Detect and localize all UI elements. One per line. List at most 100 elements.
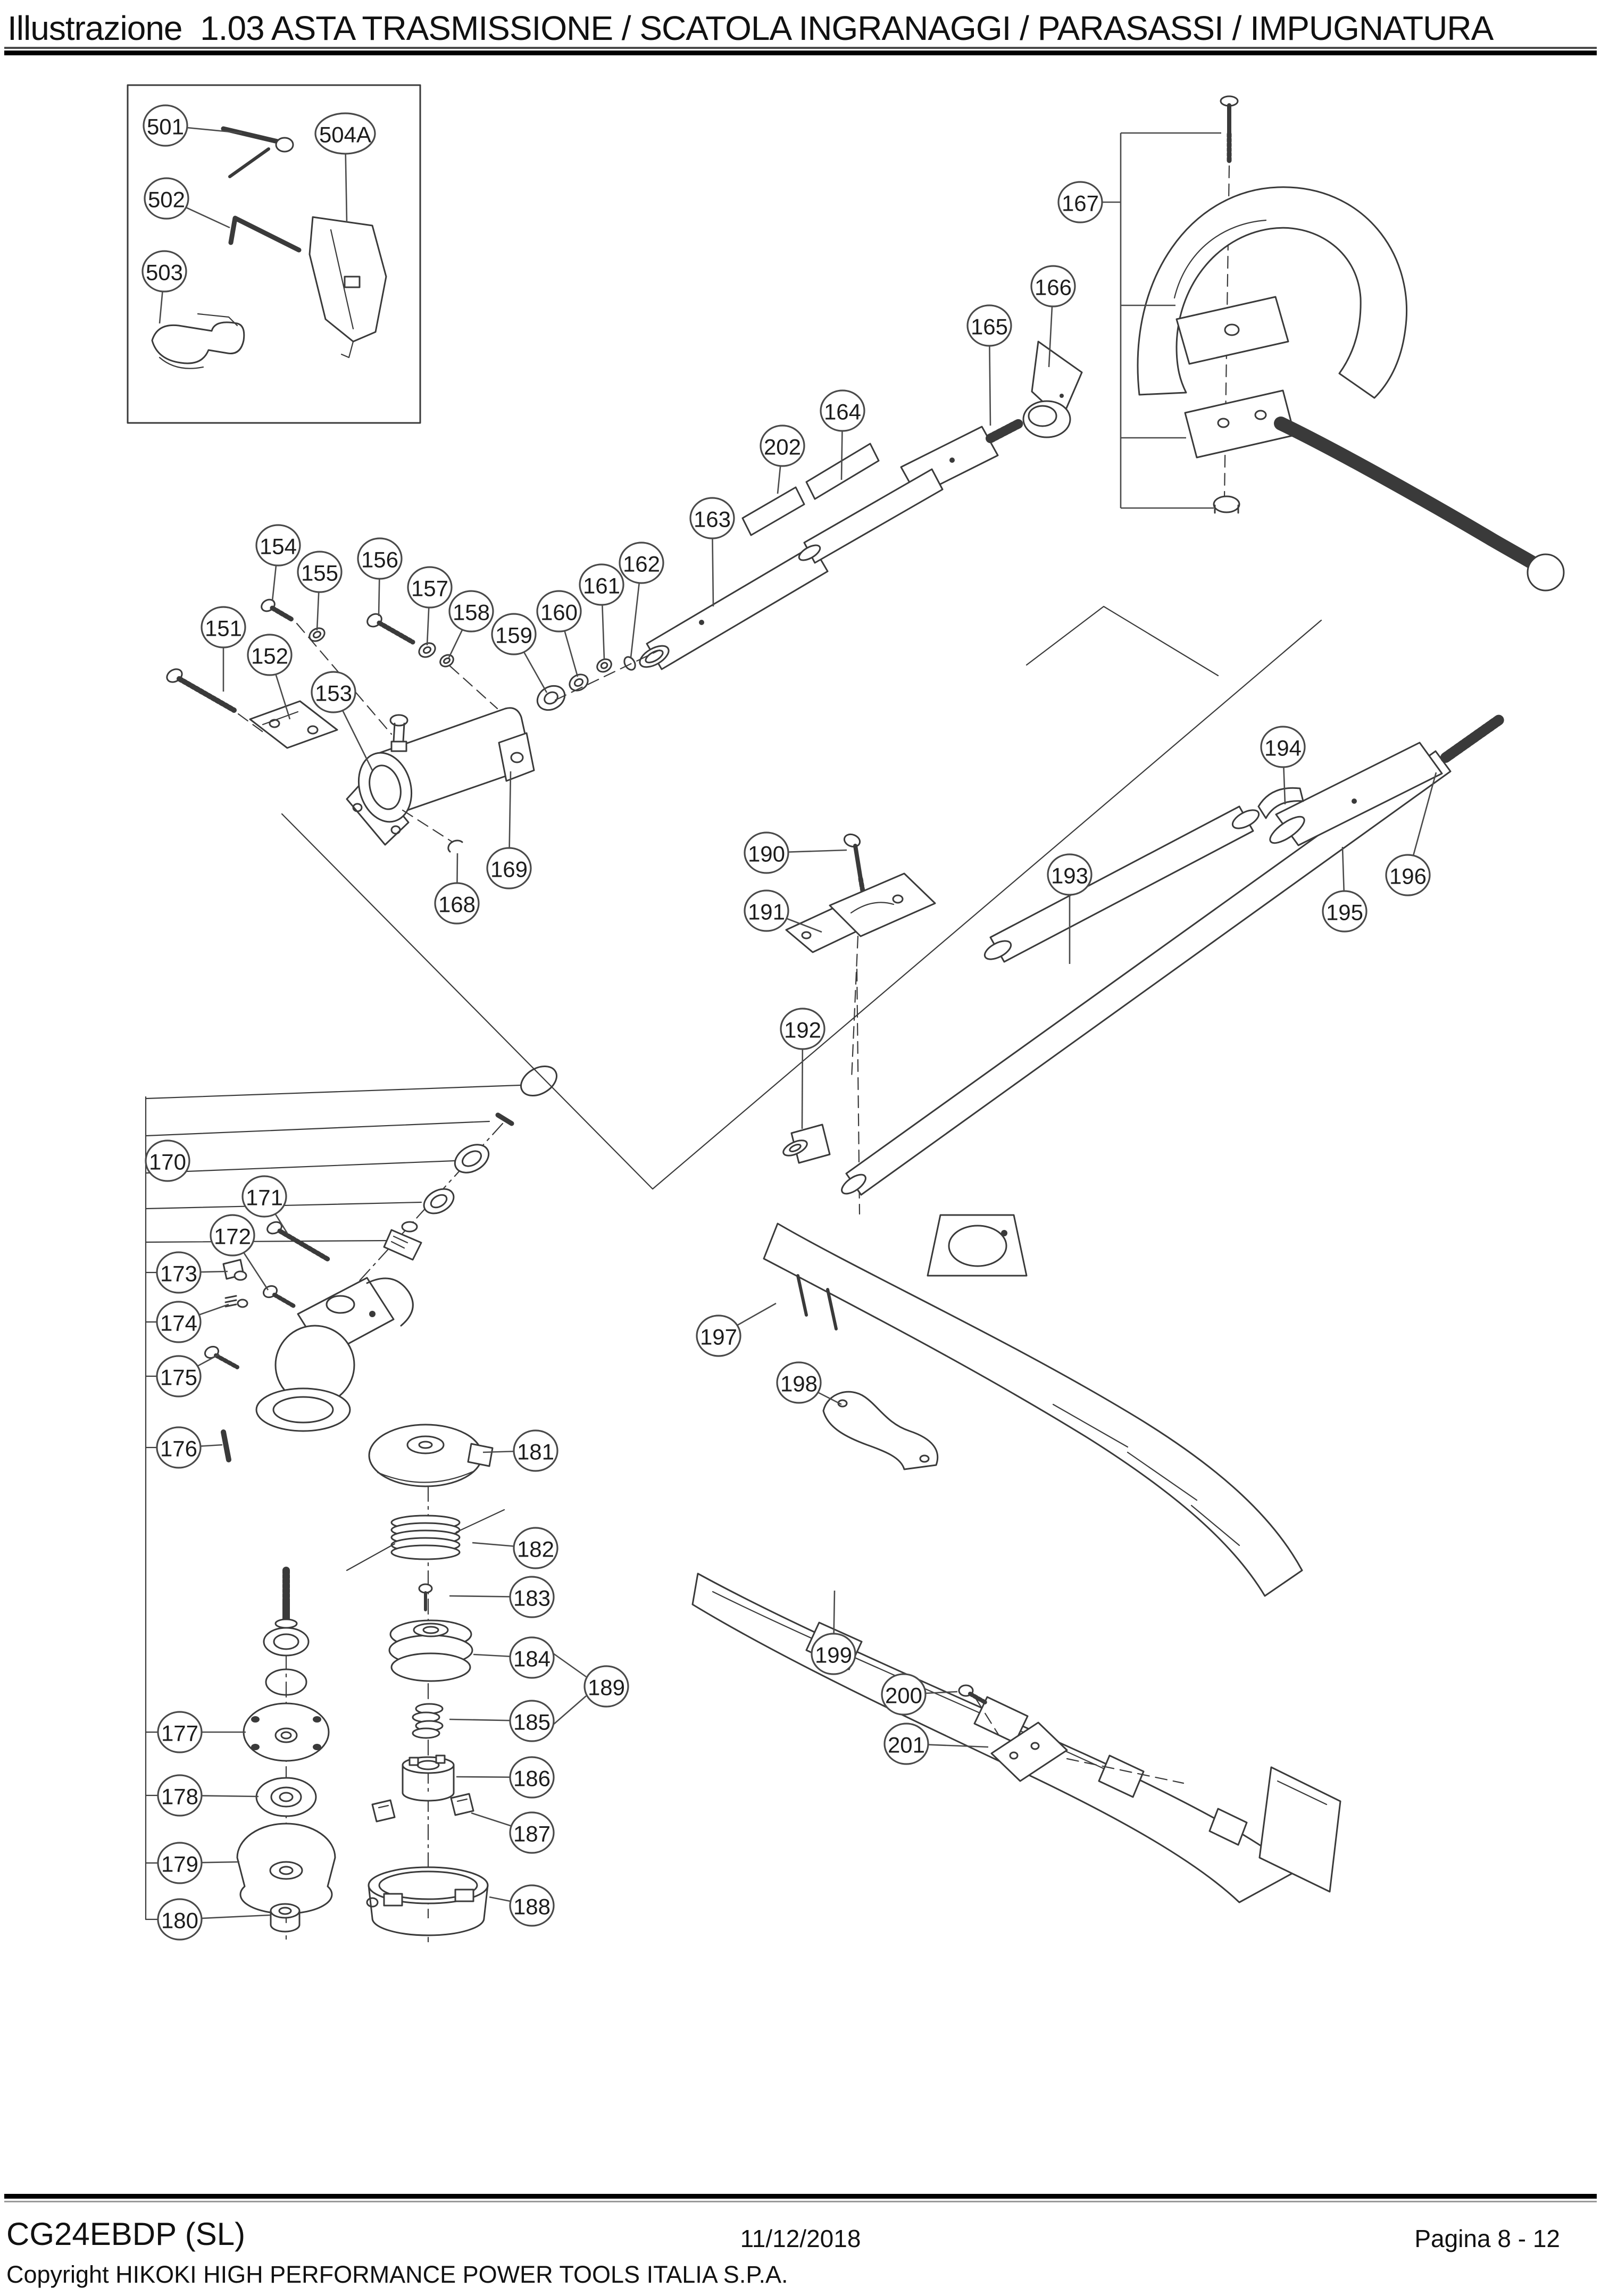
callout-198: 198: [776, 1361, 842, 1405]
callout-balloon: [255, 524, 301, 567]
callout-176: 176: [156, 1426, 223, 1469]
callout-504A: 504A: [314, 112, 376, 223]
callout-balloon: [744, 831, 789, 874]
callout-number: 504A: [319, 122, 371, 147]
callout-balloon: [1030, 265, 1076, 307]
callout-balloon: [811, 1633, 856, 1675]
callout-190: 190: [744, 831, 847, 874]
callout-layer: 501502503504A151152153154155156157158159…: [141, 104, 1437, 1941]
callout-177: 177: [157, 1711, 246, 1753]
callout-181: 181: [482, 1429, 558, 1472]
callout-balloon: [241, 1175, 287, 1218]
callout-balloon: [297, 551, 343, 593]
callout-balloon: [509, 1884, 555, 1927]
callout-balloon: [1385, 854, 1431, 896]
callout-number: 196: [1389, 864, 1427, 889]
callout-193: 193: [1047, 853, 1093, 964]
callout-153: 153: [311, 671, 373, 771]
bracket-line: [553, 1695, 587, 1725]
callout-163: 163: [689, 497, 735, 607]
model-code: CG24EBDP (SL): [6, 2216, 246, 2252]
callout-196: 196: [1385, 772, 1437, 896]
callout-number: 167: [1062, 191, 1099, 216]
callout-number: 189: [588, 1675, 625, 1700]
callout-502: 502: [144, 177, 230, 229]
footer-rule-thin: [4, 2201, 1597, 2202]
page-title: Illustrazione 1.03 ASTA TRASMISSIONE / S…: [7, 9, 1494, 47]
callout-number: 159: [495, 623, 532, 648]
callout-balloon: [780, 1008, 825, 1050]
callout-number: 195: [1326, 900, 1363, 925]
callout-balloon: [744, 889, 789, 932]
callout-balloon: [156, 1301, 202, 1343]
callout-number: 152: [251, 644, 288, 669]
callout-199: 199: [811, 1590, 856, 1675]
callout-503: 503: [141, 250, 187, 324]
footer-copyright: Copyright HIKOKI HIGH PERFORMANCE POWER …: [6, 2261, 788, 2288]
callout-158: 158: [448, 590, 494, 658]
callout-balloon: [509, 1700, 555, 1742]
callout-number: 171: [246, 1185, 283, 1210]
callout-152: 152: [247, 634, 293, 720]
callout-165: 165: [966, 304, 1012, 426]
callout-number: 160: [540, 600, 578, 625]
callout-balloon: [536, 590, 582, 633]
callout-number: 187: [513, 1821, 551, 1846]
callout-number: 170: [149, 1150, 186, 1175]
callout-number: 198: [780, 1371, 818, 1396]
callout-balloon: [579, 563, 624, 606]
callout-number: 201: [888, 1733, 925, 1758]
callout-balloon: [881, 1673, 927, 1716]
callout-number: 155: [301, 561, 338, 586]
callout-balloon: [201, 606, 246, 648]
callout-balloon: [1047, 853, 1093, 896]
callout-balloon: [883, 1723, 929, 1765]
callout-balloon: [448, 590, 494, 633]
callout-balloon: [311, 671, 356, 713]
callout-number: 169: [490, 857, 528, 882]
callout-balloon: [513, 1429, 558, 1472]
callout-balloon: [141, 250, 187, 293]
callout-184: 184: [473, 1636, 555, 1679]
callout-201: 201: [883, 1723, 989, 1765]
callout-162: 162: [619, 542, 664, 658]
callout-balloon: [619, 542, 664, 584]
callout-192: 192: [780, 1008, 825, 1129]
callout-balloon: [157, 1774, 203, 1817]
callout-172: 172: [210, 1214, 269, 1291]
callout-number: 151: [205, 616, 242, 641]
callout-number: 165: [971, 314, 1008, 339]
callout-189: 189: [553, 1652, 629, 1725]
callout-161: 161: [579, 563, 624, 660]
callout-balloon: [486, 847, 532, 889]
callout-balloon: [157, 1842, 203, 1884]
callout-number: 191: [748, 900, 785, 925]
callout-balloon: [407, 566, 453, 609]
callout-number: 172: [214, 1224, 251, 1249]
callout-balloon: [509, 1576, 555, 1618]
callout-180: 180: [157, 1898, 271, 1941]
callout-195: 195: [1322, 846, 1367, 933]
callout-number: 183: [513, 1586, 551, 1611]
callout-number: 193: [1051, 863, 1088, 888]
callout-balloon: [145, 1139, 190, 1182]
callout-number: 153: [315, 681, 352, 706]
callout-number: 186: [513, 1766, 551, 1791]
callout-number: 190: [748, 842, 785, 867]
callout-179: 179: [157, 1842, 240, 1884]
callout-number: 163: [694, 507, 731, 532]
callout-balloon: [143, 104, 188, 147]
callout-number: 184: [513, 1646, 551, 1671]
callout-191: 191: [744, 889, 822, 933]
callout-balloon: [314, 112, 376, 155]
callout-balloon: [776, 1361, 822, 1404]
callout-balloon: [966, 304, 1012, 347]
callout-number: 158: [453, 600, 490, 625]
callout-number: 197: [700, 1325, 737, 1350]
callout-157: 157: [407, 566, 453, 646]
callout-501: 501: [143, 104, 243, 147]
callout-number: 192: [784, 1018, 821, 1043]
callout-number: 176: [160, 1436, 197, 1461]
